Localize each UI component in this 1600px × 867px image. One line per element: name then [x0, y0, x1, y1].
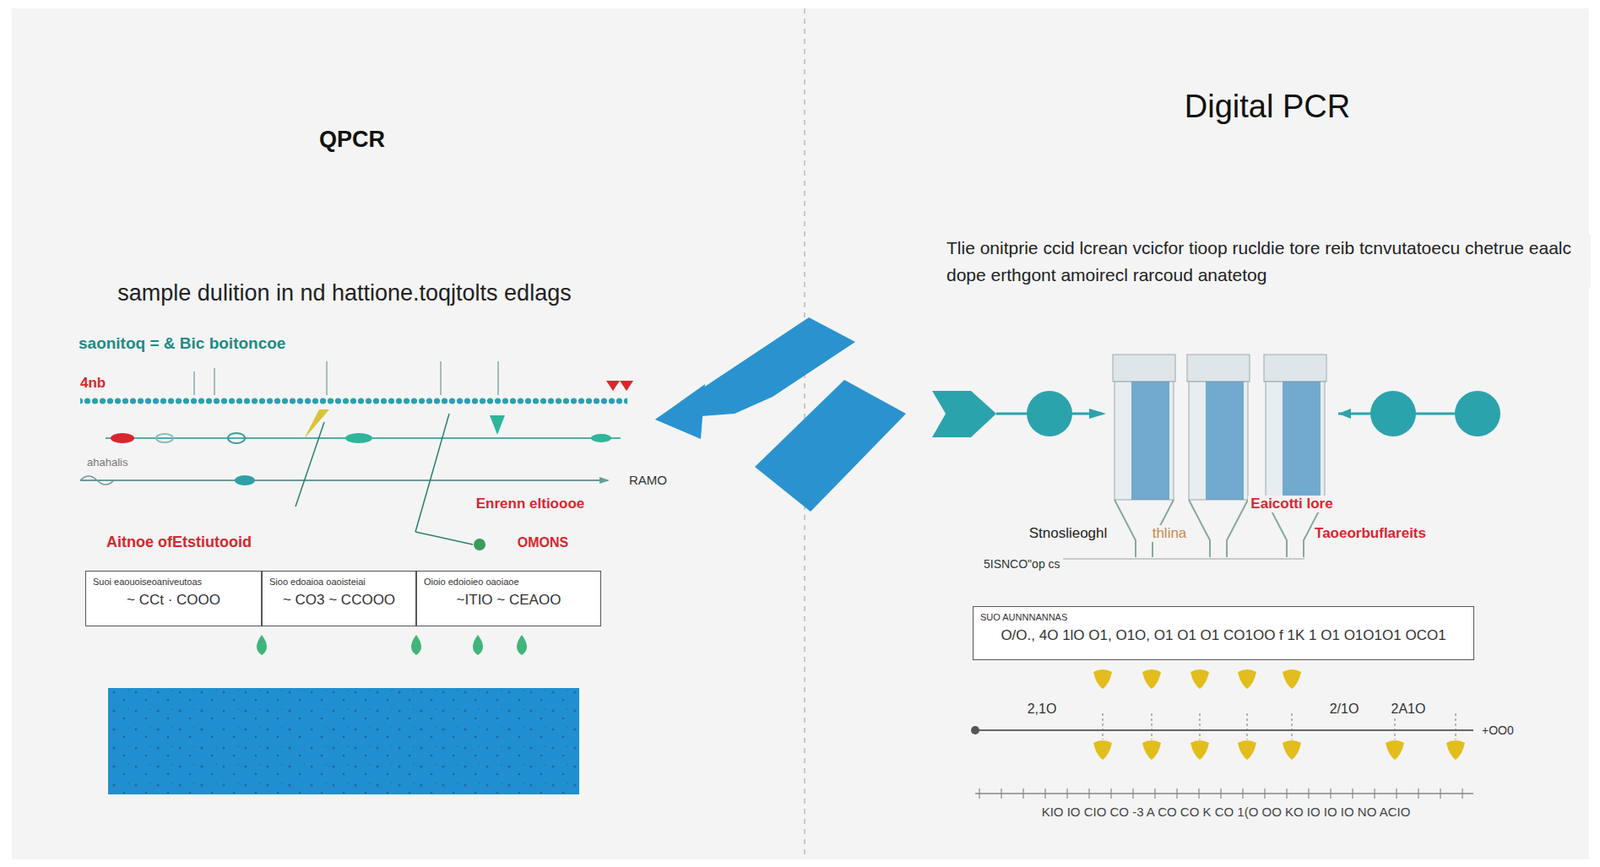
probe: [110, 433, 135, 444]
strand-line: [80, 479, 608, 482]
callout-label: Enrenn eltioooe: [473, 495, 587, 513]
subheading: sample dulition in nd hattione.toqjtolts…: [114, 279, 574, 307]
probe: [345, 433, 373, 444]
primer: [303, 409, 330, 440]
strand-label: ahahalis: [84, 455, 131, 470]
callout-label: Taoeorbuflareits: [1312, 525, 1429, 543]
axis: [975, 729, 1474, 732]
section-label: saonitoq = & Bic boitoncoe: [75, 334, 288, 354]
callout-label: thlina: [1149, 525, 1190, 543]
primer: [489, 415, 505, 435]
cell-header: SUO AUNNNANNAS: [980, 612, 1467, 623]
axis-value: 2/1O: [1327, 700, 1362, 717]
droplets: [1093, 669, 1465, 760]
strand-label: RAMO: [626, 472, 670, 489]
red-marker: [619, 380, 634, 391]
table-cell: Oioio edoioieo oaoiaoe ~ITIO ~ CEAOO: [416, 570, 602, 627]
table-cell: Suoi eaouoiseoaniveutoas ~ CCt · COOO: [85, 570, 262, 627]
cell-value: ~ CCt · COOO: [92, 591, 255, 609]
cell-value: ~ITIO ~ CEAOO: [423, 591, 594, 609]
virus-icon: [473, 538, 486, 551]
note: 5ISNCO"op cs: [981, 557, 1064, 572]
panel-heading: QPCR: [316, 125, 388, 153]
droplets: [256, 634, 527, 656]
result-box: SUO AUNNNANNAS O/O., 4O 1lO O1, O1O, O1 O…: [972, 606, 1475, 661]
axis-ticks: KIO IO CIO CO -3 A CO CO K CO 1(O OO KO …: [1039, 804, 1414, 820]
table-cell: Sioo edoaioa oaoisteiai ~ CO3 ~ CCOOO: [261, 570, 417, 627]
cell-value: O/O., 4O 1lO O1, O1O, O1 O1 O1 CO1OO f 1…: [980, 627, 1467, 645]
exchange-arrow: [754, 379, 906, 512]
marker-label: 4nb: [77, 374, 109, 392]
callout-label: Aitnoe ofEtstiutooid: [103, 533, 255, 553]
axis-value: 2,1O: [1025, 700, 1060, 717]
callout-label: Eaicotti lore: [1247, 495, 1335, 513]
cell-value: ~ CO3 ~ CCOOO: [269, 591, 409, 609]
leader-line: [295, 413, 473, 545]
axis: [975, 792, 1474, 795]
dna-strand: [80, 397, 628, 407]
cell-header: Sioo edoaioa oaoisteiai: [269, 576, 409, 587]
cell-header: Suoi eaouoiseoaniveutoas: [92, 576, 255, 587]
description: Tlie onitprie ccid lcrean vcicfor tioop …: [943, 234, 1591, 288]
cell-header: Oioio edoioieo oaoiaoe: [423, 576, 594, 587]
panel-heading: Digital PCR: [1182, 87, 1353, 127]
flow-arrow: [932, 390, 997, 438]
ticks: [194, 361, 499, 396]
axis-value: 2A1O: [1388, 700, 1429, 717]
red-marker: [606, 380, 620, 391]
callout-label: Stnoslieoghl: [1026, 525, 1111, 543]
callout-label: OMONS: [515, 534, 571, 551]
plate-image: [108, 688, 580, 795]
axis-value: +OO0: [1479, 723, 1517, 738]
panel-ground: [11, 8, 1590, 860]
tubes: [1004, 354, 1327, 559]
